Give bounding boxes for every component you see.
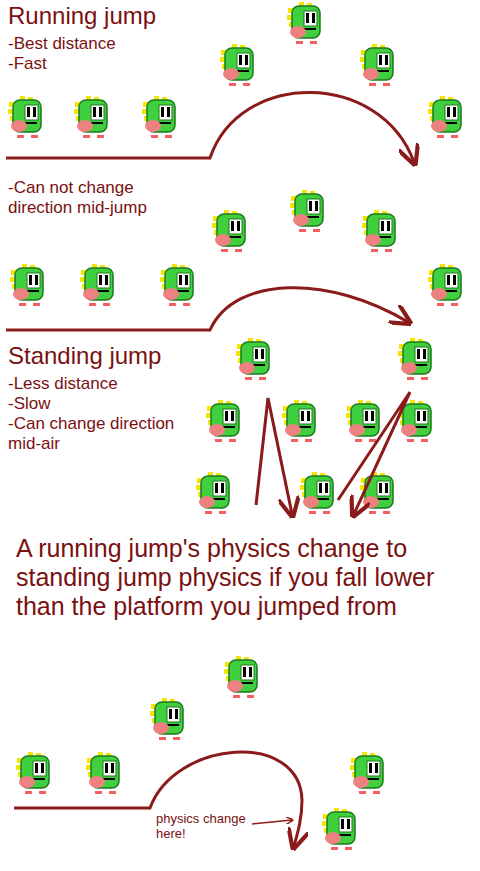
heading-label: Running jump xyxy=(8,2,208,30)
note-label: -Can change direction mid-air xyxy=(8,414,193,453)
note-label: -Less distance xyxy=(8,374,198,394)
callout-label: physics change here! xyxy=(156,812,256,842)
note-label: -Best distance xyxy=(8,34,208,54)
note-label: -Can not change direction mid-jump xyxy=(8,178,178,217)
note-label: -Fast xyxy=(8,54,208,74)
explanation-label: A running jump's physics change to stand… xyxy=(16,534,474,620)
heading-label: Standing jump xyxy=(8,342,198,370)
note-label: -Slow xyxy=(8,394,198,414)
